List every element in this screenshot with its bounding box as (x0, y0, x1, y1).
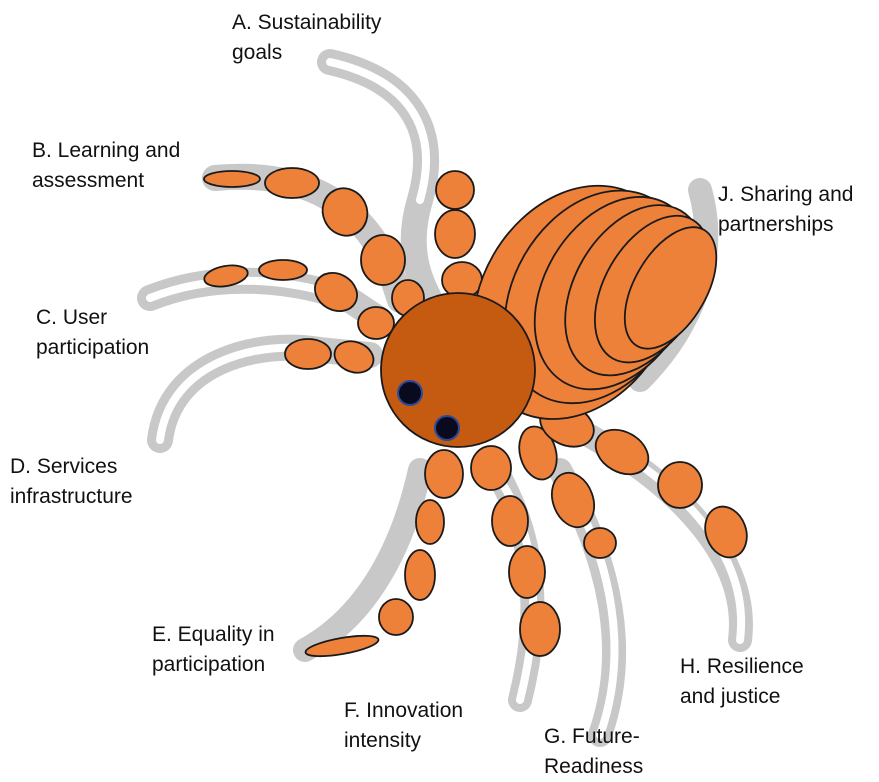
spider-head (380, 292, 536, 448)
leg-g-segment (518, 425, 558, 481)
label-c-line1: C. User (36, 306, 108, 329)
leg-g-future-readiness (518, 425, 617, 559)
label-c: C. User participation (36, 303, 149, 363)
label-f: F. Innovation intensity (344, 696, 463, 756)
leg-b-segment (264, 167, 320, 199)
leg-e-segment (304, 634, 380, 658)
leg-c-segment (258, 259, 308, 281)
label-a-line1: A. Sustainability (232, 11, 382, 34)
leg-g-segment (583, 527, 617, 559)
leg-f-segment (519, 601, 561, 657)
leg-b-segment (321, 187, 369, 237)
leg-e-equality-in-participation (304, 449, 464, 658)
label-a-line2: goals (232, 41, 283, 64)
label-h: H. Resilience and justice (680, 652, 804, 712)
leg-h-segment (657, 461, 703, 509)
label-d-line2: infrastructure (10, 485, 133, 508)
label-a: A. Sustainability goals (232, 8, 381, 68)
label-d: D. Services infrastructure (10, 452, 133, 512)
label-g: G. Future- Readiness (544, 722, 643, 782)
leg-c-segment (314, 272, 358, 312)
leg-e-segment (415, 499, 445, 545)
label-g-line2: Readiness (544, 755, 644, 778)
label-e-line2: participation (152, 653, 266, 676)
abdomen-j-sharing-and-partnerships (471, 184, 718, 420)
leg-a-segment (435, 170, 475, 210)
label-j-line2: partnerships (718, 213, 834, 236)
leg-g-segment (551, 471, 595, 529)
label-b-line2: assessment (32, 169, 145, 192)
spider-eye-left (397, 380, 423, 406)
label-d-line1: D. Services (10, 455, 118, 478)
label-j-line1: J. Sharing and (718, 183, 854, 206)
label-g-line1: G. Future- (544, 725, 640, 748)
leg-e-segment (378, 598, 414, 636)
leg-a-sustainability-goals (434, 170, 483, 299)
leg-d-segment (333, 340, 375, 374)
leg-b-segment (203, 170, 261, 188)
label-b: B. Learning and assessment (32, 136, 180, 196)
leg-b-segment (360, 234, 406, 286)
label-e: E. Equality in participation (152, 620, 275, 680)
label-h-line1: H. Resilience (680, 655, 804, 678)
label-b-line1: B. Learning and (32, 139, 181, 162)
label-f-line1: F. Innovation (344, 699, 464, 722)
leg-f-innovation-intensity (470, 445, 561, 657)
leg-h-segment (594, 428, 650, 476)
label-j: J. Sharing and partnerships (718, 180, 853, 240)
label-e-line1: E. Equality in (152, 623, 275, 646)
label-h-line2: and justice (680, 685, 781, 708)
spider-eye-right (434, 415, 460, 441)
leg-d-services-infrastructure (284, 338, 375, 374)
label-c-line2: participation (36, 336, 150, 359)
leg-a-segment (434, 209, 476, 259)
label-f-line2: intensity (344, 729, 422, 752)
leg-c-segment (357, 306, 395, 340)
leg-c-user-participation (203, 259, 395, 340)
leg-f-segment (491, 495, 529, 547)
leg-f-segment (470, 445, 512, 491)
leg-e-segment (424, 449, 464, 499)
abdomen-ring (623, 226, 718, 350)
leg-f-segment (508, 545, 546, 599)
leg-d-segment (284, 338, 332, 370)
leg-e-segment (404, 549, 436, 601)
leg-c-segment (203, 264, 249, 288)
leg-h-segment (704, 505, 748, 559)
